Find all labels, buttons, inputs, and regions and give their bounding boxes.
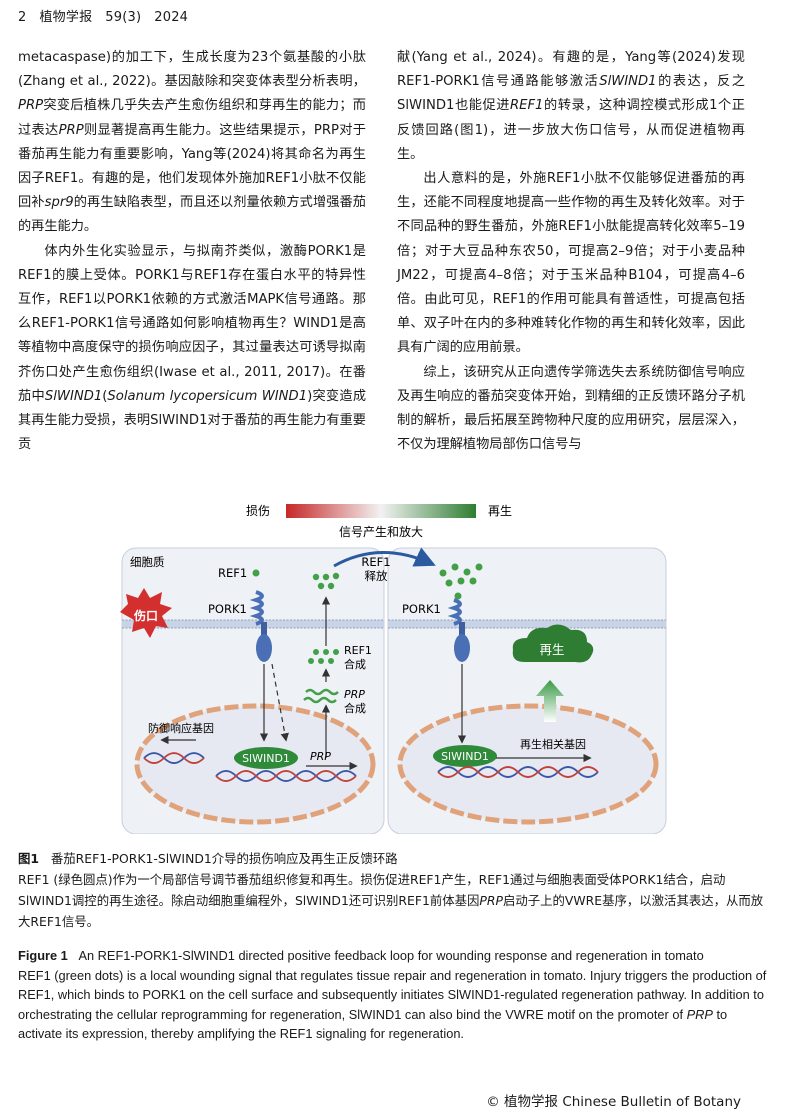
footer-copyright: © 植物学报 Chinese Bulletin of Botany (486, 1094, 741, 1110)
text-run: to activate its expression, thereby ampl… (18, 1006, 728, 1042)
right-nucleus (397, 703, 659, 825)
text-run: 体内外生化实验显示，与拟南芥类似，激酶PORK1是REF1的膜上受体。PORK1… (18, 243, 366, 404)
italic-term: REF1 (509, 98, 544, 114)
italic-term: Solanum lycopersicum WIND1 (107, 388, 308, 404)
running-header: 2 植物学报 59(3) 2024 (18, 6, 188, 25)
ref1-synth-label-1: REF1 (344, 644, 372, 657)
pork1-receptor-right (447, 598, 470, 662)
paragraph: metacaspase)的加工下，生成长度为23个氨基酸的小肽(Zhang et… (18, 46, 366, 240)
caption-zh-label: 图1 (18, 851, 40, 866)
ref1-release-label-2: 释放 (365, 569, 388, 583)
pork1-label: PORK1 (208, 602, 247, 616)
signal-gradient-bar (286, 504, 476, 518)
pork1-receptor-left (249, 590, 272, 662)
text-run: 启动子上的VWRE基序，以激活其表达，从而放大REF1信号。 (18, 893, 764, 929)
caption-zh-title: 番茄REF1-PORK1-SlWIND1介导的损伤响应及再生正反馈环路 (50, 851, 398, 866)
text-run: metacaspase)的加工下，生成长度为23个氨基酸的小肽(Zhang et… (18, 50, 366, 90)
gradient-left-label: 损伤 (246, 504, 270, 518)
receptor-to-defense-arrow (271, 663, 289, 742)
ref1-dots-right (439, 563, 483, 587)
ref1-synth-label-2: 合成 (344, 657, 366, 671)
text-run: 综上，该研究从正向遗传学筛选失去系统防御信号响应及再生响应的番茄突变体开始，到精… (397, 364, 745, 453)
prp-gene-label: PRP (310, 750, 331, 763)
text-run: 献(Yang et al., 2024)。有趣的是，Yang等(2024)发现R… (397, 50, 745, 90)
italic-term: PRP (686, 1006, 713, 1022)
italic-term: PRP (58, 122, 84, 138)
regen-genes-label: 再生相关基因 (520, 737, 586, 751)
text-run: )突变造成其再生能力受损，表明SlWIND1对于番茄的再生能力有重要贡 (18, 388, 367, 453)
ref1-release-label-1: REF1 (361, 555, 390, 569)
text-run: 的表达，反之SlWIND1也能促进 (397, 74, 745, 114)
caption-en-body: REF1 (green dots) is a local wounding si… (18, 966, 770, 1044)
figure-1: 损伤 再生 信号产生和放大 细胞质 REF1 PORK1 伤口 REF1 释放 (120, 504, 667, 834)
italic-term: SlWIND1 (44, 388, 103, 404)
text-run: 的再生缺陷表型，而且还以剂量依赖方式增强番茄的再生能力。 (18, 195, 366, 235)
ref1-dot (252, 569, 260, 577)
journal-name: 植物学报 (39, 10, 93, 25)
paragraph: 献(Yang et al., 2024)。有趣的是，Yang等(2024)发现R… (397, 46, 745, 167)
paragraph: 出人意料的是，外施REF1小肽不仅能够促进番茄的再生，还能不同程度地提高一些作物… (397, 167, 745, 361)
bound-ref1-dot (454, 592, 462, 600)
regeneration-label: 再生 (539, 642, 564, 657)
italic-term: PRP (18, 98, 44, 114)
gradient-right-label: 再生 (488, 504, 512, 518)
slwind1-protein-left (234, 747, 298, 769)
caption-en-label: Figure 1 (18, 948, 68, 963)
caption-zh-body: REF1 (绿色圆点)作为一个局部信号调节番茄组织修复和再生。损伤促进REF1产… (18, 869, 770, 932)
wound-label: 伤口 (133, 608, 158, 623)
right-membrane (388, 620, 666, 628)
text-run: 的转录，这种调控模式形成1个正反馈回路(图1)，进一步放大伤口信号，从而促进植物… (397, 98, 745, 162)
volume: 59(3) (105, 10, 142, 25)
caption-english: Figure 1 An REF1-PORK1-SlWIND1 directed … (18, 946, 770, 1044)
right-column: 献(Yang et al., 2024)。有趣的是，Yang等(2024)发现R… (397, 46, 745, 457)
italic-term: SlWIND1 (599, 74, 657, 90)
dna-left-main (215, 770, 357, 782)
text-run: REF1 (green dots) is a local wounding si… (18, 967, 767, 1022)
prp-synth-label-2: 合成 (344, 701, 366, 715)
text-run: 出人意料的是，外施REF1小肽不仅能够促进番茄的再生，还能不同程度地提高一些作物… (397, 171, 745, 356)
left-column: metacaspase)的加工下，生成长度为23个氨基酸的小肽(Zhang et… (18, 46, 366, 457)
defense-genes-label: 防御响应基因 (148, 721, 214, 735)
gradient-caption: 信号产生和放大 (339, 524, 423, 539)
text-run: 突变后植株几乎失去产生愈伤组织和芽再生的能力；而过表达 (18, 98, 366, 138)
italic-term: PRP (479, 893, 503, 908)
dna-left-defense (143, 752, 205, 764)
text-run: REF1 (绿色圆点)作为一个局部信号调节番茄组织修复和再生。损伤促进REF1产… (18, 872, 726, 908)
ref1-label: REF1 (218, 566, 247, 580)
ref1-release-arrow (333, 547, 436, 568)
slwind1-protein-right (433, 745, 497, 767)
cytoplasm-label: 细胞质 (130, 555, 165, 569)
italic-term: spr9 (44, 195, 74, 211)
left-membrane (122, 620, 384, 628)
pork1-label-right: PORK1 (402, 602, 441, 616)
text-run: ( (102, 388, 108, 404)
regeneration-up-arrow (536, 680, 564, 722)
ref1-synth-dots (308, 649, 339, 664)
paragraph: 体内外生化实验显示，与拟南芥类似，激酶PORK1是REF1的膜上受体。PORK1… (18, 240, 366, 458)
text-run: 则显著提高再生能力。这些结果提示，PRP对于番茄再生能力有重要影响，Yang等(… (18, 122, 366, 211)
caption-chinese: 图1 番茄REF1-PORK1-SlWIND1介导的损伤响应及再生正反馈环路 R… (18, 848, 770, 932)
regeneration-cloud: 再生 (512, 624, 594, 663)
year: 2024 (154, 10, 189, 25)
slwind1-label-right: SlWIND1 (441, 750, 489, 763)
slwind1-label-left: SlWIND1 (242, 752, 290, 765)
prp-synth-label-1: PRP (344, 688, 365, 701)
paragraph: 综上，该研究从正向遗传学筛选失去系统防御信号响应及再生响应的番茄突变体开始，到精… (397, 361, 745, 458)
page-number: 2 (18, 10, 27, 25)
prp-mrna (305, 688, 339, 696)
wound-burst: 伤口 (120, 588, 172, 638)
caption-en-title: An REF1-PORK1-SlWIND1 directed positive … (78, 948, 704, 963)
ref1-release-dots-left (312, 572, 340, 590)
dna-right (437, 766, 599, 778)
